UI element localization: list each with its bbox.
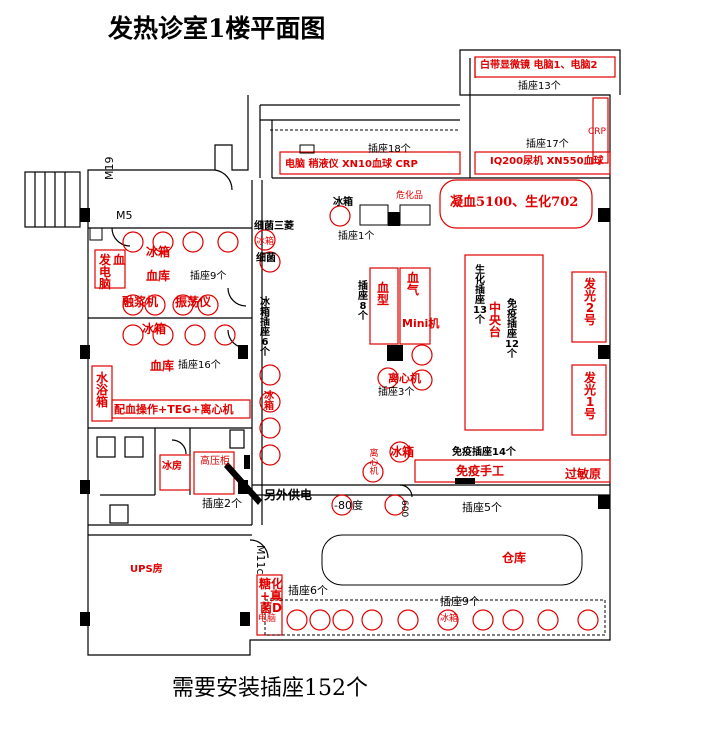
label-luminescence-2: 发光2号 bbox=[583, 277, 596, 327]
door-m5-label: M5 bbox=[116, 209, 133, 222]
label-iq200-xn550: IQ200尿机 XN550血球 bbox=[490, 156, 604, 167]
door-m11-label: M11c bbox=[254, 545, 267, 575]
label-biochem-socket-13: 生化插座13个 bbox=[473, 265, 487, 326]
label-socket-2: 插座2个 bbox=[202, 497, 242, 510]
label-blood-fridge-2: 冰箱 bbox=[142, 322, 167, 336]
label-socket-9: 插座9个 bbox=[190, 271, 227, 282]
label-blood-type: 血型 bbox=[376, 281, 389, 307]
label-pc-small: 电脑 bbox=[258, 614, 277, 624]
label-socket-5: 插座5个 bbox=[462, 501, 502, 514]
label-separate-power: 另外供电 bbox=[264, 488, 313, 502]
label-blood-fridge: 冰箱 bbox=[146, 245, 171, 259]
label-centrifuge: 离心机 bbox=[388, 372, 421, 385]
label-counter-equipment: 电脑 稍液仪 XN10血球 CRP bbox=[285, 159, 418, 170]
label-immune-socket-12: 免疫插座12个 bbox=[505, 299, 519, 360]
label-immune-socket-14: 免疫插座14个 bbox=[452, 447, 516, 458]
label-socket-1: 插座1个 bbox=[338, 231, 375, 242]
label-socket-16: 插座16个 bbox=[178, 360, 221, 371]
label-minus-80: -80度 bbox=[334, 499, 363, 512]
label-hazardous-chemicals: 危化品 bbox=[396, 191, 424, 201]
label-blood-bank-1: 血库 bbox=[146, 269, 171, 283]
label-blood-bank-2: 血库 bbox=[150, 359, 175, 373]
label-cold-room: 冰房 bbox=[162, 461, 182, 472]
label-plasma-thaw: 融浆机 bbox=[122, 295, 159, 309]
label-bacteria-fridge: 冰箱 bbox=[333, 197, 353, 208]
label-crp-right: CRP bbox=[588, 127, 606, 137]
door-m19-label: M19 bbox=[103, 156, 116, 181]
label-fridge-immune: 冰箱 bbox=[390, 445, 415, 459]
label-corridor-fridge-socket6: 冰箱插座6个 bbox=[260, 297, 270, 358]
label-hba1c-fungal: 糖化+真菌D bbox=[258, 577, 283, 615]
label-immune-manual: 免疫手工 bbox=[456, 464, 505, 478]
label-socket-6: 插座6个 bbox=[288, 584, 328, 597]
label-coag-biochem: 凝血5100、生化702 bbox=[450, 195, 579, 210]
label-luminescence-1: 发光1号 bbox=[583, 371, 596, 421]
label-topright-equipment: 白带显微镜 电脑1、电脑2 bbox=[480, 60, 598, 71]
label-socket-13: 插座13个 bbox=[518, 81, 561, 92]
label-generator-pc: 发电脑 bbox=[98, 253, 111, 291]
label-bacteria-mitsubishi: 细菌三菱 bbox=[254, 221, 294, 232]
label-socket-18: 插座18个 bbox=[368, 144, 411, 155]
label-central-bench: 中央台 bbox=[488, 301, 501, 339]
label-socket-17: 插座17个 bbox=[526, 139, 569, 150]
label-ups-room: UPS房 bbox=[130, 564, 163, 575]
footer-total-sockets: 需要安装插座152个 bbox=[172, 676, 368, 701]
label-water-bath: 水浴箱 bbox=[95, 371, 108, 409]
label-oscillator: 振荡仪 bbox=[175, 295, 212, 309]
label-mini-analyzer: Mini机 bbox=[402, 317, 440, 330]
label-bacteria: 细菌 bbox=[256, 253, 276, 264]
label-corridor-fridge-2: 冰箱 bbox=[264, 391, 274, 412]
label-fridge-a: 冰箱 bbox=[256, 237, 275, 247]
label-600: 600 bbox=[399, 500, 409, 518]
label-centrifuge-2: 离心机 bbox=[369, 449, 379, 477]
label-allergen: 过敏原 bbox=[565, 467, 602, 481]
label-socket-8: 插座8个 bbox=[358, 281, 368, 322]
label-crossmatch-teg-centrifuge: 配血操作+TEG+离心机 bbox=[114, 403, 234, 416]
label-blood-gas: 血气 bbox=[406, 271, 419, 297]
label-warehouse: 仓库 bbox=[502, 551, 527, 565]
label-socket-9b: 插座9个 bbox=[440, 595, 480, 608]
label-blood-char: 血 bbox=[113, 253, 126, 267]
label-socket-3: 插座3个 bbox=[378, 387, 415, 398]
label-fridge-b: 冰箱 bbox=[440, 614, 459, 624]
plan-title: 发热诊室1楼平面图 bbox=[108, 14, 326, 43]
label-high-voltage-cabinet: 高压柜 bbox=[200, 456, 230, 467]
